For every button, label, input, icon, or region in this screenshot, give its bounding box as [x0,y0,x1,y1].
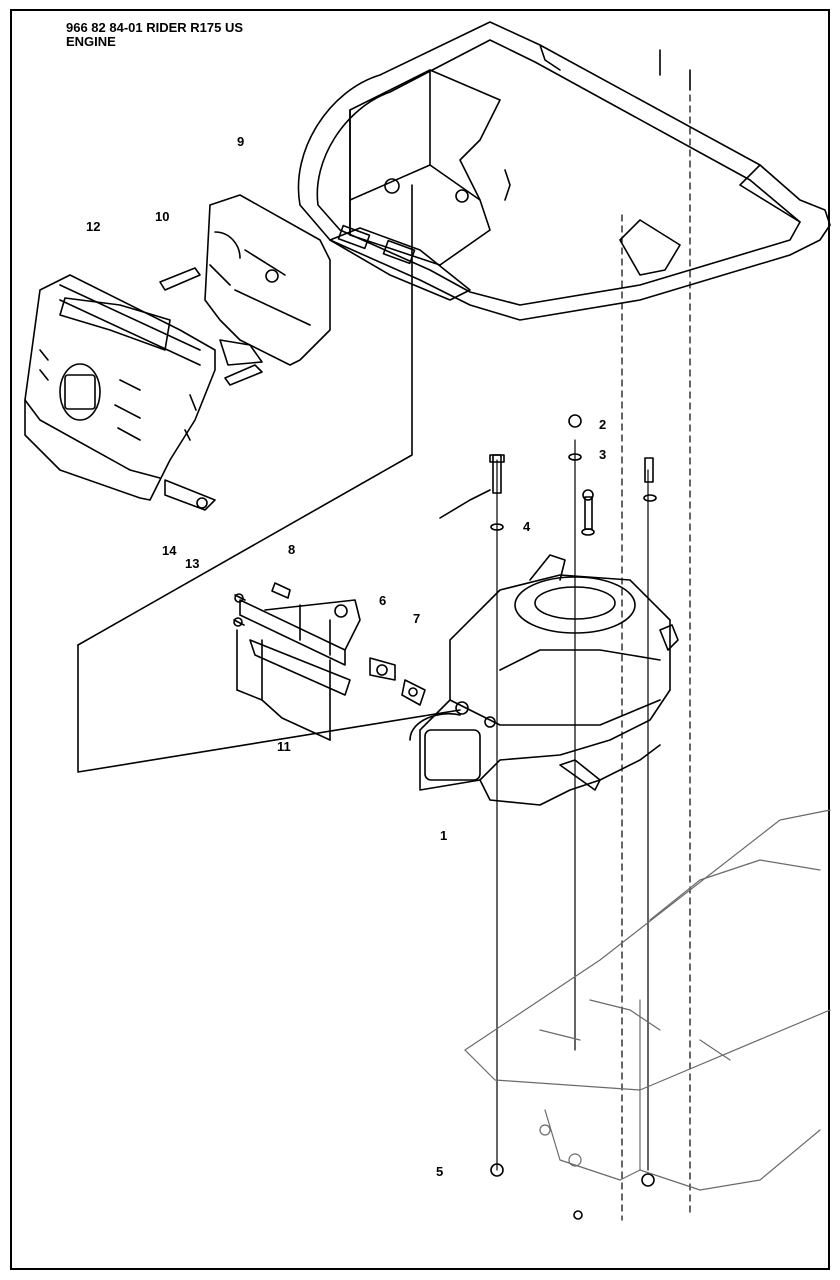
diagram-header: 966 82 84-01 RIDER R175 US ENGINE [66,21,243,49]
diagram-frame [10,9,830,1270]
callout-10: 10 [155,209,170,224]
callout-6: 6 [379,593,387,608]
inner-shroud [159,194,331,386]
callout-13: 13 [185,556,200,571]
outer-shroud [24,274,216,511]
engine [409,554,679,806]
shroud-bracket [329,69,511,301]
callout-3: 3 [599,447,607,462]
section-title: ENGINE [66,34,116,49]
callout-9: 9 [237,134,245,149]
model-line: 966 82 84-01 RIDER R175 US [66,20,244,35]
fasteners [439,94,691,1221]
exhaust-assembly [77,184,461,773]
callout-14: 14 [162,543,177,558]
callout-5: 5 [436,1164,444,1179]
callout-2: 2 [599,417,607,432]
lower-frame [464,809,831,1191]
callout-1: 1 [440,828,448,843]
callout-4: 4 [523,519,531,534]
callout-8: 8 [288,542,296,557]
callout-12: 12 [86,219,101,234]
chassis-frame [297,21,831,321]
callout-11: 11 [277,739,291,754]
callout-7: 7 [413,611,421,626]
